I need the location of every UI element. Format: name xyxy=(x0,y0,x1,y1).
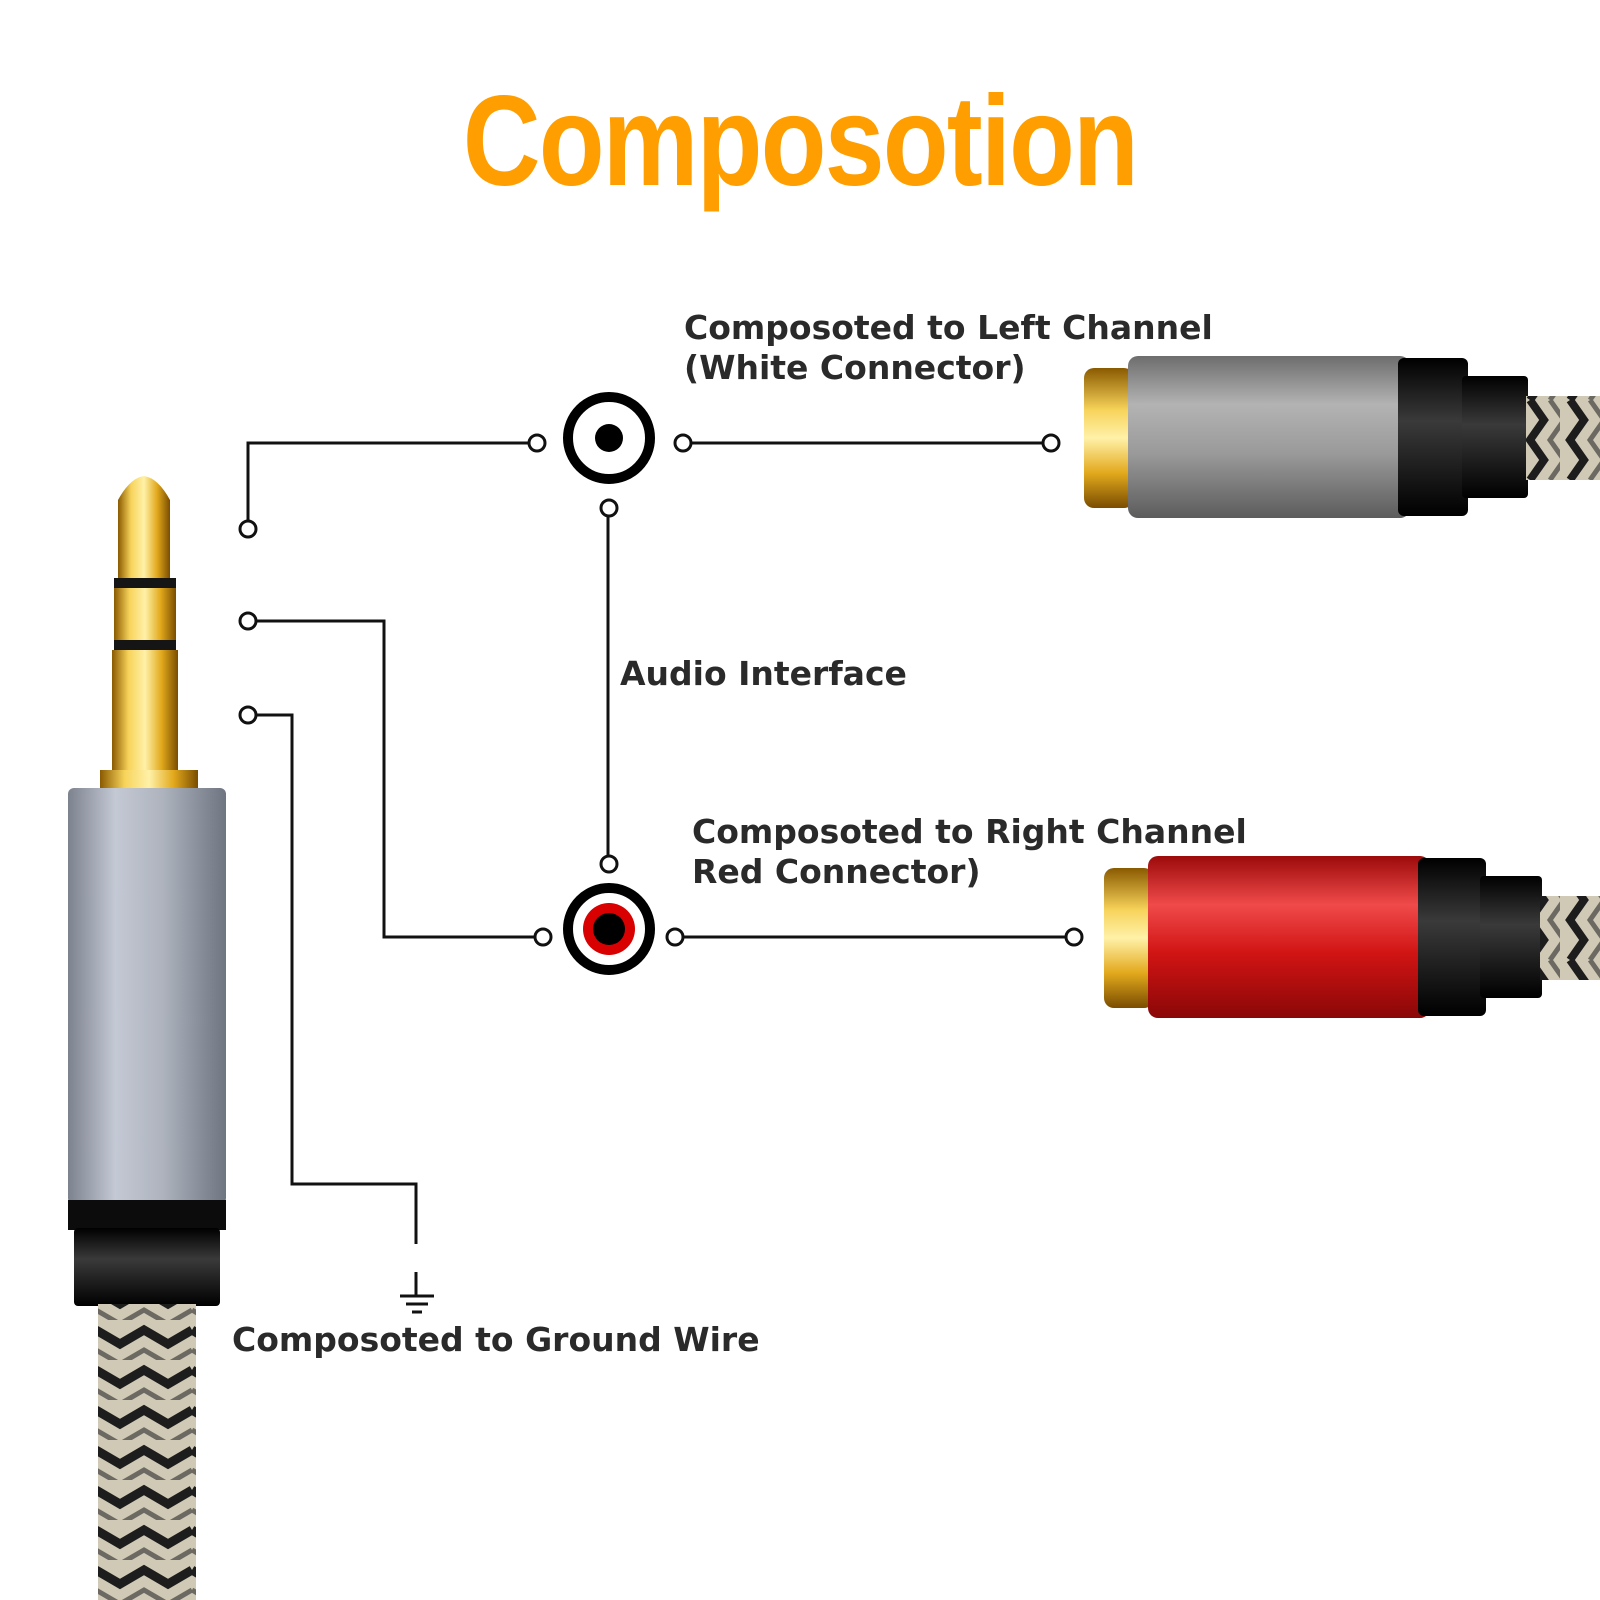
wires xyxy=(246,441,1068,1244)
ground-symbol-icon xyxy=(400,1272,434,1314)
left-channel-label-line2: (White Connector) xyxy=(684,348,1026,387)
wire-tip-to-left xyxy=(246,441,532,521)
left-rca-black-cap xyxy=(1398,358,1468,516)
plug-sleeve xyxy=(112,650,178,772)
right-rca-barrel xyxy=(1148,856,1430,1018)
terminal-interface-bottom xyxy=(599,854,619,874)
terminal-left-in xyxy=(527,433,547,453)
audio-interface-label: Audio Interface xyxy=(620,654,907,693)
plug-ring-section xyxy=(114,588,176,640)
terminal-right-out xyxy=(665,927,685,947)
plug-housing xyxy=(68,788,226,1204)
stereo-plug-icon xyxy=(68,476,226,1600)
plug-ring-2 xyxy=(114,640,176,650)
terminal-plug-ring xyxy=(238,611,258,631)
terminal-left-end xyxy=(1041,433,1061,453)
ground-label: Composoted to Ground Wire xyxy=(232,1320,760,1359)
right-rca-black-end xyxy=(1480,876,1542,998)
right-rca-gold-tip xyxy=(1104,868,1154,1008)
plug-tip xyxy=(118,476,170,580)
right-rca-cable-braid xyxy=(1540,896,1600,980)
rca-jack-white-icon xyxy=(563,392,655,484)
plug-cable-braid xyxy=(98,1304,196,1600)
left-rca-connector-icon xyxy=(1084,356,1600,518)
right-rca-connector-icon xyxy=(1104,856,1600,1018)
right-rca-black-cap xyxy=(1418,858,1486,1016)
terminals xyxy=(238,433,1084,947)
terminal-plug-sleeve xyxy=(238,705,258,725)
wire-ring-to-right xyxy=(256,619,536,939)
right-channel-label-line2: Red Connector) xyxy=(692,852,981,891)
plug-housing-band xyxy=(68,1200,226,1230)
left-channel-label-line1: Composoted to Left Channel xyxy=(684,308,1213,347)
right-channel-label: Composoted to Right Channel Red Connecto… xyxy=(692,812,1247,892)
terminal-left-out xyxy=(673,433,693,453)
left-rca-cable-braid xyxy=(1526,396,1600,480)
page-title: Composotion xyxy=(462,70,1139,213)
plug-ring-1 xyxy=(114,578,176,588)
left-rca-barrel xyxy=(1128,356,1410,518)
left-rca-black-end xyxy=(1462,376,1528,498)
wire-sleeve-to-ground xyxy=(256,713,418,1244)
rca-jack-red-icon xyxy=(563,883,655,975)
terminal-plug-tip xyxy=(238,519,258,539)
left-channel-label: Composoted to Left Channel (White Connec… xyxy=(684,308,1213,388)
terminal-interface-top xyxy=(599,498,619,518)
right-channel-label-line1: Composoted to Right Channel xyxy=(692,812,1247,851)
left-rca-gold-tip xyxy=(1084,368,1134,508)
terminal-right-in xyxy=(533,927,553,947)
terminal-right-end xyxy=(1064,927,1084,947)
plug-strain-relief xyxy=(74,1228,220,1306)
plug-collar xyxy=(100,770,198,788)
